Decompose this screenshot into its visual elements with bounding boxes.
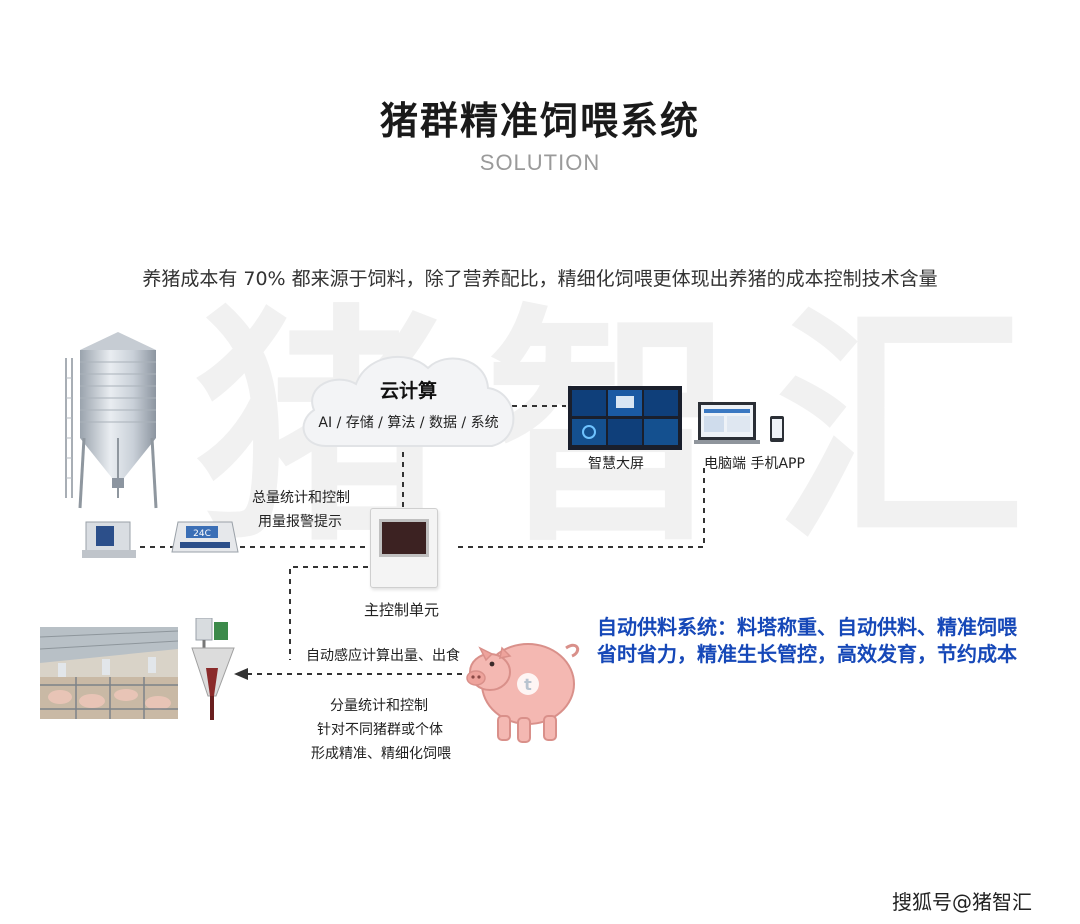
silo-stats-label-1: 总量统计和控制 [252,490,350,506]
pig-badge-text: t [524,675,532,694]
intro-text: 养猪成本有 70% 都来源于饲料，除了营养配比，精细化饲喂更体现出养猪的成本控制… [142,268,938,290]
page-title: 猪群精准饲喂系统 [379,99,700,143]
page-subtitle: SOLUTION [479,150,601,175]
portion-label-1: 分量统计和控制 [330,698,428,714]
cloud-icon [302,355,515,447]
feed-silo-image [58,328,170,522]
main-control-label: 主控制单元 [364,601,440,619]
control-feeder-link [289,566,368,660]
control-screen [379,519,429,557]
source-footer: 搜狐号@猪智汇 [892,890,1032,914]
pc-and-phone-image [694,400,794,454]
portion-label-2: 针对不同猪群或个体 [317,722,443,738]
cloud-title: 云计算 [379,380,437,402]
smart-screen-image [568,386,682,450]
pig-barn-image [40,627,178,719]
pc-app-label: 电脑端 手机APP [704,456,805,472]
scale-display-text: 24C [193,529,211,539]
feature-description: 自动供料系统：料塔称重、自动供料、精准饲喂 省时省力，精准生长管控，高效发育，节… [597,614,1017,668]
silo-stats-label-2: 用量报警提示 [258,514,342,530]
pig-mascot-icon: t [466,618,586,750]
feature-line-1: 自动供料系统：料塔称重、自动供料、精准饲喂 [597,615,1017,639]
cloud-computing-node: 云计算 AI / 存储 / 算法 / 数据 / 系统 [296,346,521,454]
auto-feeder-image [190,617,236,726]
weighing-scale-image: 24C [82,512,242,568]
feature-line-2: 省时省力，精准生长管控，高效发育，节约成本 [597,642,1017,666]
main-control-cabinet-image [370,508,438,588]
portion-label-3: 形成精准、精细化饲喂 [311,746,451,762]
arrow-head-icon [234,668,248,680]
control-terminal-link [458,466,705,548]
cloud-subtitle: AI / 存储 / 算法 / 数据 / 系统 [318,415,499,431]
auto-sense-label: 自动感应计算出量、出食 [306,648,460,664]
smart-screen-label: 智慧大屏 [588,456,644,472]
